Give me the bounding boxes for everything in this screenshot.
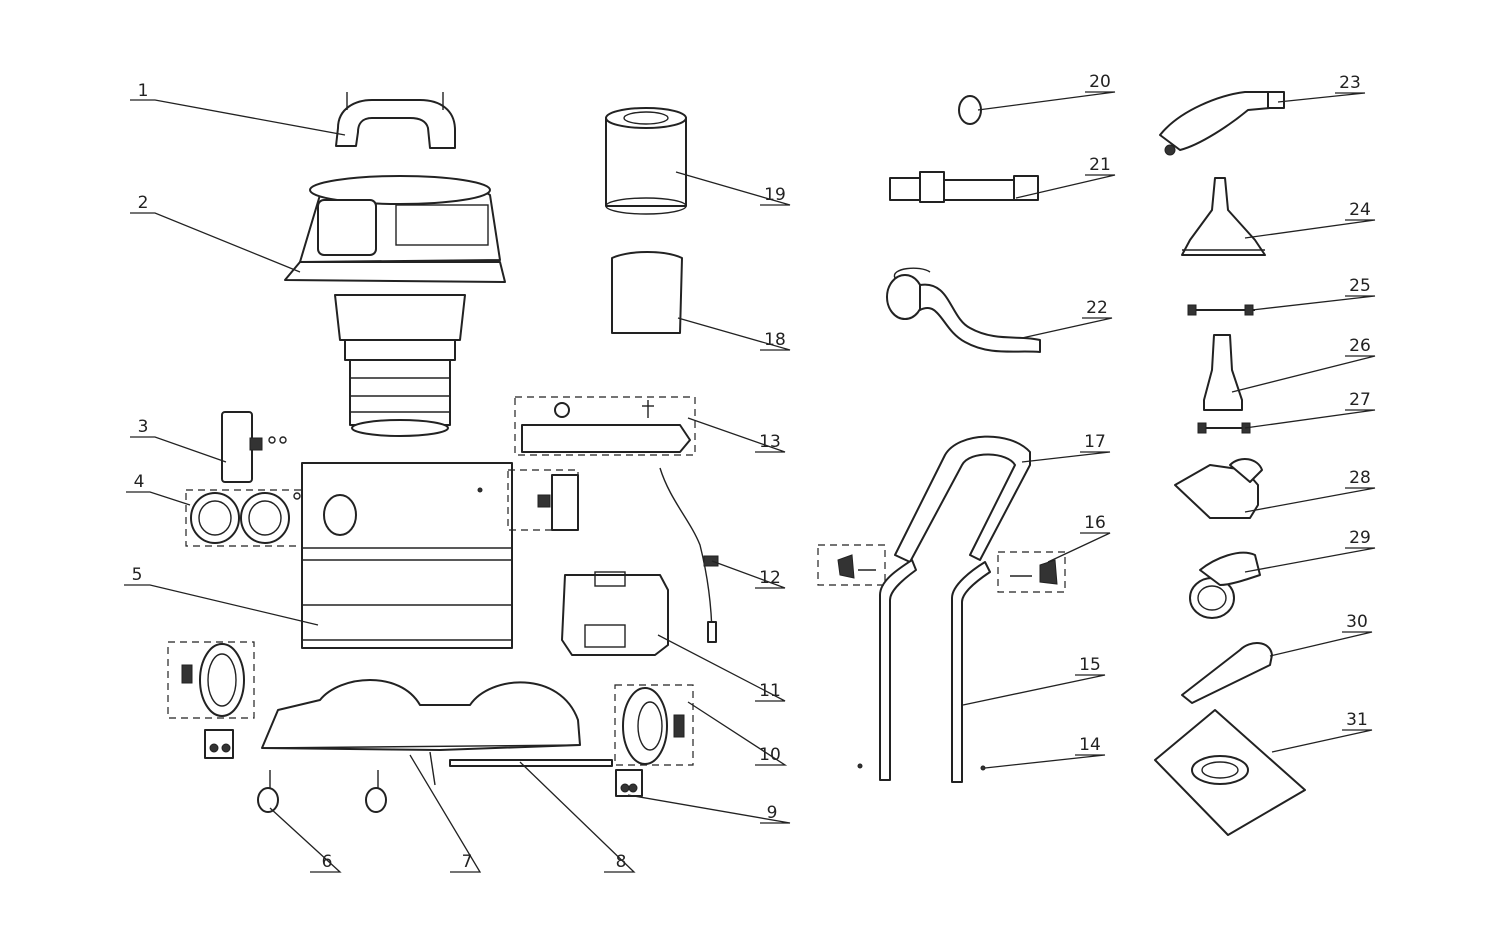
part-round-brush: [1189, 551, 1261, 619]
callout-8: 8: [616, 852, 627, 872]
callout-31: 31: [1346, 710, 1368, 730]
part-handle-lock-right: [997, 551, 1066, 593]
callout-9: 9: [767, 803, 778, 823]
callout-14: 14: [1079, 735, 1101, 755]
callout-25: 25: [1349, 276, 1371, 296]
callout-11: 11: [759, 681, 781, 701]
part-axle: [449, 759, 613, 767]
part-casters: [257, 770, 387, 813]
part-hose: [886, 267, 1041, 353]
callout-23: 23: [1339, 73, 1361, 93]
part-rod-27: [1197, 422, 1251, 434]
part-push-handle: [857, 435, 1031, 783]
part-cartridge-filter: [605, 107, 687, 215]
callout-12: 12: [759, 568, 781, 588]
part-dust-bag: [1154, 709, 1306, 836]
callout-7: 7: [462, 852, 473, 872]
callout-10: 10: [759, 745, 781, 765]
callout-19: 19: [764, 185, 786, 205]
part-inlet: [185, 489, 304, 547]
callout-26: 26: [1349, 336, 1371, 356]
callout-21: 21: [1089, 155, 1111, 175]
part-handle: [335, 92, 456, 149]
part-o-ring: [958, 95, 982, 125]
part-wheel-right: [614, 684, 694, 797]
part-floor-tool: [1174, 458, 1263, 519]
part-rod-25: [1187, 304, 1255, 316]
callout-1: 1: [138, 81, 149, 101]
part-housing: [561, 571, 669, 656]
callout-4: 4: [134, 472, 145, 492]
leader-lines: [124, 91, 1376, 873]
part-filter-bag: [611, 251, 683, 334]
callout-2: 2: [138, 193, 149, 213]
callout-6: 6: [322, 852, 333, 872]
callout-20: 20: [1089, 72, 1111, 92]
part-tank: [301, 462, 513, 649]
part-crevice-tool: [1181, 642, 1273, 704]
callout-18: 18: [764, 330, 786, 350]
part-motor-head: [284, 175, 506, 437]
callout-27: 27: [1349, 390, 1371, 410]
callout-22: 22: [1086, 298, 1108, 318]
callout-labels: 1 2 3 4 5 6 7 8 9 10 11 12 13 14 15 16 1…: [132, 72, 1371, 872]
part-latch-right: [507, 469, 579, 531]
part-switch-box: [514, 396, 696, 456]
part-floor-frame: [1159, 91, 1285, 156]
callout-17: 17: [1084, 432, 1106, 452]
callout-30: 30: [1346, 612, 1368, 632]
part-wand: [889, 171, 1039, 203]
part-handle-lock-left: [817, 544, 886, 586]
part-wide-nozzle: [1181, 177, 1266, 256]
part-base: [261, 679, 581, 786]
callout-16: 16: [1084, 513, 1106, 533]
callout-3: 3: [138, 417, 149, 437]
callout-24: 24: [1349, 200, 1371, 220]
callout-29: 29: [1349, 528, 1371, 548]
part-reducer: [1203, 334, 1243, 411]
part-cable: [659, 467, 719, 643]
callout-28: 28: [1349, 468, 1371, 488]
part-latch-left: [221, 411, 287, 483]
callout-13: 13: [759, 432, 781, 452]
part-wheel-left: [167, 641, 255, 759]
callout-5: 5: [132, 565, 143, 585]
callout-15: 15: [1079, 655, 1101, 675]
